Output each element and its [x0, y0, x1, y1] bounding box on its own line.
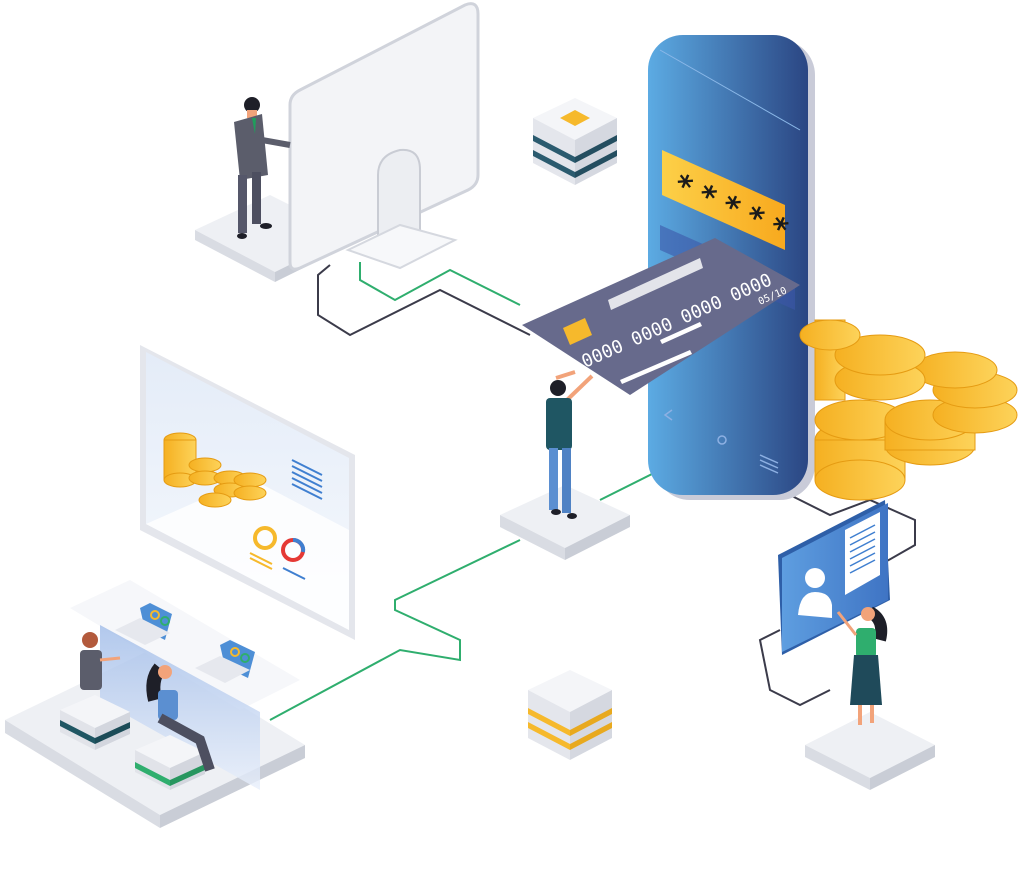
laptop[interactable]	[115, 603, 172, 645]
workstation	[5, 580, 305, 828]
text-lines-icon	[291, 459, 323, 500]
coin-piles	[799, 319, 1018, 501]
stack-box-top	[533, 98, 617, 185]
connector-lines	[269, 262, 916, 721]
donut-chart-icon	[253, 526, 277, 550]
stack-box-bottom	[528, 670, 612, 760]
woman-at-panel	[805, 606, 935, 790]
credit-card[interactable]: 0000 0000 0000 0000 05/10	[522, 238, 800, 395]
man-holding-card	[500, 370, 630, 560]
laptop[interactable]	[195, 640, 255, 683]
dashboard-screen	[140, 345, 355, 640]
profile-panel[interactable]	[778, 500, 890, 655]
monitor-back	[288, 2, 480, 271]
menu-icon	[759, 454, 779, 474]
back-icon	[663, 409, 673, 421]
chip-icon	[563, 318, 592, 345]
home-button-icon	[717, 435, 727, 445]
man-in-suit	[234, 97, 291, 239]
user-avatar-icon	[805, 568, 825, 588]
